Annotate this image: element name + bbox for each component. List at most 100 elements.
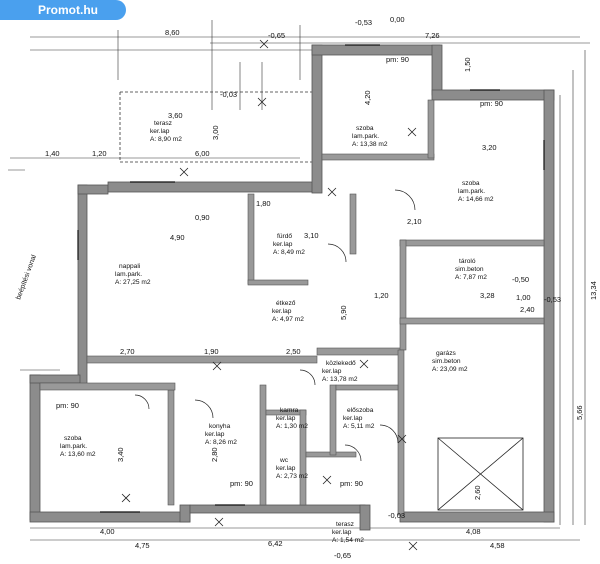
- dimension-label: 4,58: [490, 541, 505, 550]
- dimension-label: -0,53: [544, 295, 561, 304]
- room-floor: ker.lap: [332, 529, 352, 536]
- dimension-label: 1,20: [374, 291, 389, 300]
- dimension-label: 0,90: [195, 213, 210, 222]
- room-floor: sim.beton: [432, 358, 461, 365]
- room-floor: sim.beton: [455, 266, 484, 273]
- dimension-label: 2,60: [473, 485, 482, 500]
- dimension-label: 5,66: [575, 405, 584, 420]
- room-floor: ker.lap: [150, 128, 170, 135]
- dimension-label: 4,90: [170, 233, 185, 242]
- dimension-label: -0,03: [220, 90, 237, 99]
- promot-brand-tab[interactable]: Promot.hu: [0, 0, 126, 20]
- room-name: közlekedő: [326, 360, 356, 367]
- room-name: tároló: [459, 258, 476, 265]
- room-area: A: 8,26 m2: [205, 439, 237, 446]
- room-name: wc: [279, 457, 289, 464]
- room-floor: lam.park.: [60, 443, 87, 450]
- dimension-label: 7,26: [425, 31, 440, 40]
- room-area: A: 1,54 m2: [332, 537, 364, 544]
- outer-walls: [29, 44, 555, 531]
- room-area: A: 5,11 m2: [343, 423, 375, 430]
- dimension-label: pm: 90: [340, 479, 363, 488]
- dimension-label: 2,10: [407, 217, 422, 226]
- room-area: A: 13,78 m2: [322, 376, 358, 383]
- dimension-label: 2,80: [210, 447, 219, 462]
- room-floor: ker.lap: [273, 241, 293, 248]
- garage-parking-box: [437, 437, 524, 511]
- room-area: A: 13,38 m2: [352, 141, 388, 148]
- room-area: A: 8,49 m2: [273, 249, 305, 256]
- dimension-label: -0,03: [388, 511, 405, 520]
- room-name: szoba: [356, 125, 374, 132]
- room-floor: ker.lap: [322, 368, 342, 375]
- room-area: A: 4,97 m2: [272, 316, 304, 323]
- room-area: A: 13,60 m2: [60, 451, 96, 458]
- door-swings: [134, 189, 416, 462]
- room-area: A: 1,30 m2: [276, 423, 308, 430]
- room-name: nappali: [119, 263, 141, 270]
- dimension-label: 1,80: [256, 199, 271, 208]
- dimension-label: 5,90: [339, 305, 348, 320]
- room-floor: lam.park.: [458, 188, 485, 195]
- room-name: garázs: [436, 350, 456, 357]
- room-name: kamra: [280, 407, 299, 414]
- dimension-label: pm: 90: [56, 401, 79, 410]
- room-floor: lam.park.: [352, 133, 379, 140]
- room-name: terasz: [154, 120, 172, 127]
- beepitesi-vonal-label: beépítési vonal: [15, 254, 38, 301]
- dimension-label: 0,00: [390, 15, 405, 24]
- room-name: előszoba: [347, 407, 374, 414]
- dimension-label: 4,75: [135, 541, 150, 550]
- dimension-label: 3,10: [304, 231, 319, 240]
- dimension-label: pm: 90: [480, 99, 503, 108]
- dimension-label: 6,00: [195, 149, 210, 158]
- room-area: A: 23,09 m2: [432, 366, 468, 373]
- room-floor: ker.lap: [205, 431, 225, 438]
- dimension-label: -0,65: [334, 551, 351, 560]
- terasz-outline: [119, 91, 312, 163]
- room-floor: ker.lap: [276, 465, 296, 472]
- dimension-lines: [8, 20, 590, 541]
- dimension-label: 3,28: [480, 291, 495, 300]
- dimension-label: 4,20: [363, 90, 372, 105]
- dimension-label: 1,20: [92, 149, 107, 158]
- dimension-label: 13,34: [589, 281, 598, 300]
- dimension-label: 1,50: [463, 57, 472, 72]
- room-name: szoba: [462, 180, 480, 187]
- room-name: fürdő: [277, 233, 292, 240]
- dimension-label: 6,42: [268, 539, 283, 548]
- dimension-label: 3,20: [482, 143, 497, 152]
- dimension-label: 8,60: [165, 28, 180, 37]
- room-floor: ker.lap: [272, 308, 292, 315]
- dimension-label: 4,00: [100, 527, 115, 536]
- dimension-label: 1,40: [45, 149, 60, 158]
- room-floor: ker.lap: [276, 415, 296, 422]
- dimension-label: 3,60: [168, 111, 183, 120]
- room-area: A: 2,73 m2: [276, 473, 308, 480]
- dimension-labels: 8,60 -0,53 7,26 -0,65 0,00 6,00 1,50 3,00 1,40 1,…: [45, 15, 598, 560]
- room-name: konyha: [209, 423, 231, 430]
- room-name: étkező: [276, 300, 296, 307]
- dimension-label: 3,00: [211, 125, 220, 140]
- room-area: A: 27,25 m2: [115, 279, 151, 286]
- dimension-label: -0,53: [355, 18, 372, 27]
- ceiling-light-markers: [121, 39, 418, 551]
- interior-walls: [39, 99, 545, 516]
- dimension-label: -0,65: [268, 31, 285, 40]
